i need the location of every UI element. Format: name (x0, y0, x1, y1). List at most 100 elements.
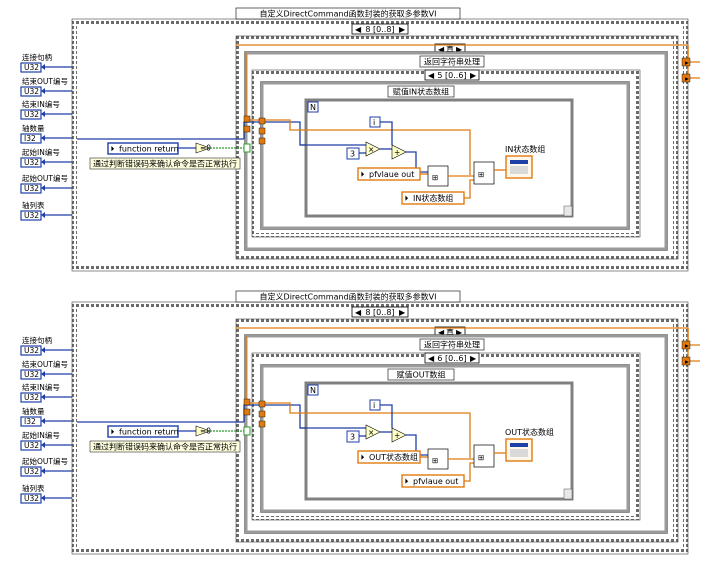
control-terminal-6[interactable] (20, 210, 42, 221)
loop-label-box (387, 368, 455, 381)
tunnel-2 (258, 117, 266, 125)
control-arrow-icon-6 (41, 495, 45, 501)
output-tunnel-1 (681, 73, 691, 83)
loop-label: 赋值IN状态数组 (393, 87, 449, 97)
property-node-top-label: OUT状态数组 (369, 452, 418, 462)
vi-title-box (235, 290, 461, 303)
control-terminal-4[interactable] (20, 157, 42, 168)
multiply-icon: × (368, 145, 374, 154)
inner-title-box (419, 55, 485, 68)
control-type-0: U32 (24, 346, 39, 355)
control-label-4: 起始IN编号 (22, 430, 60, 440)
control-terminal-2[interactable] (20, 109, 42, 120)
control-terminal-5[interactable] (20, 466, 42, 477)
vi-title-box (235, 7, 461, 20)
property-node-bottom-label: IN状态数组 (413, 193, 453, 203)
outer-case-selector[interactable] (351, 306, 409, 318)
middle-case-selector-left-arrow[interactable]: ◀ (438, 45, 445, 54)
outer-sequence-frame-top (72, 19, 688, 24)
property-node-bottom-label: pfvlaue out (413, 477, 458, 486)
control-arrow-icon-4 (41, 442, 45, 448)
compare-node (195, 142, 211, 154)
control-terminal-3[interactable] (20, 416, 42, 427)
inner-sequence-frame-left (252, 353, 256, 520)
control-terminal-3[interactable] (20, 133, 42, 144)
case-selector-terminal (243, 426, 251, 436)
outer-case-selector-left-arrow[interactable]: ◀ (355, 25, 362, 34)
control-arrow-icon-2 (41, 111, 45, 117)
vi-title: 自定义DirectCommand函数封装的获取多参数VI (260, 292, 437, 302)
control-terminal-2[interactable] (20, 392, 42, 403)
outer-case-selector-left-arrow[interactable]: ◀ (355, 308, 362, 317)
replace-array-icon: ⊞ (478, 170, 484, 179)
control-terminal-0[interactable] (20, 345, 42, 356)
control-terminal-6[interactable] (20, 493, 42, 504)
inner-case-selector-right-arrow[interactable]: ▶ (470, 354, 477, 363)
control-label-0: 连接句柄 (22, 335, 52, 345)
tunnel-2 (258, 400, 266, 408)
property-node-top-icon: 🞂 (361, 170, 365, 179)
outer-sequence-frame-left (72, 302, 77, 554)
tunnel-4 (258, 137, 266, 145)
control-label-0: 连接句柄 (22, 52, 52, 62)
control-terminal-5[interactable] (20, 183, 42, 194)
array-indicator-body (510, 449, 528, 457)
middle-sequence-frame-bottom (236, 254, 678, 259)
control-type-4: U32 (24, 158, 39, 167)
inner-case-selector[interactable] (424, 69, 480, 81)
control-label-1: 结束OUT编号 (22, 359, 68, 369)
loop-label-box (387, 85, 455, 98)
middle-case-selector-right-arrow[interactable]: ▶ (456, 328, 463, 337)
property-node-bottom-icon: 🞂 (405, 477, 409, 486)
inner-case-selector-right-arrow[interactable]: ▶ (470, 71, 477, 80)
outer-sequence-frame-left (72, 19, 77, 271)
loop-count-terminal (307, 384, 319, 396)
middle-sequence-frame-top (236, 36, 678, 41)
control-arrow-icon-5 (41, 185, 45, 191)
control-terminal-1[interactable] (20, 369, 42, 380)
middle-sequence-frame-right (673, 319, 678, 542)
outer-case-selector-right-arrow[interactable]: ▶ (399, 308, 406, 317)
control-type-5: U32 (24, 467, 39, 476)
output-tunnel-0 (681, 57, 691, 67)
inner-case-structure-edge (260, 364, 630, 513)
iteration-wire (380, 404, 393, 428)
inner-case-selector-left-arrow[interactable]: ◀ (428, 71, 435, 80)
for-loop (304, 381, 574, 501)
numeric-constant-label: 3 (350, 433, 355, 442)
outer-case-selector[interactable] (351, 23, 409, 35)
tunnel-1 (243, 408, 251, 416)
inner-case-selector[interactable] (424, 352, 480, 364)
control-type-3: I32 (24, 134, 36, 143)
inner-case-structure (260, 364, 630, 513)
output-tunnel-1-icon: ▸ (685, 357, 689, 366)
outer-case-selector-right-arrow[interactable]: ▶ (399, 25, 406, 34)
middle-case-selector-right-arrow[interactable]: ▶ (456, 45, 463, 54)
middle-case-selector-left-arrow[interactable]: ◀ (438, 328, 445, 337)
output-tunnel-1 (681, 356, 691, 366)
inner-sequence-frame-right (636, 70, 640, 237)
property-node-top-label: pfvlaue out (369, 170, 414, 179)
compare-node (195, 425, 211, 437)
property-bottom-wire (464, 462, 474, 482)
control-type-1: U32 (24, 370, 39, 379)
middle-sequence-frame-right (673, 36, 678, 259)
outer-case-selector-label: 8 [0..8] (365, 308, 394, 317)
control-label-5: 起始OUT编号 (22, 456, 68, 466)
numeric-constant-label: 3 (350, 150, 355, 159)
indicator-label: OUT状态数组 (505, 427, 554, 437)
tunnel-3 (258, 127, 266, 135)
control-type-1: U32 (24, 87, 39, 96)
inner-case-selector-left-arrow[interactable]: ◀ (428, 354, 435, 363)
control-terminal-0[interactable] (20, 62, 42, 73)
compare-label: =0 (200, 144, 211, 153)
inner-case-structure-edge (260, 81, 630, 230)
control-terminal-4[interactable] (20, 440, 42, 451)
tunnel-1 (243, 125, 251, 133)
outer-sequence-frame-right (683, 302, 688, 554)
output-tunnel-0-icon: ▸ (685, 58, 689, 67)
middle-case-selector-label: 真 (446, 44, 454, 54)
control-terminal-1[interactable] (20, 86, 42, 97)
tunnel-3 (258, 410, 266, 418)
function-return-label: function return (119, 428, 179, 437)
